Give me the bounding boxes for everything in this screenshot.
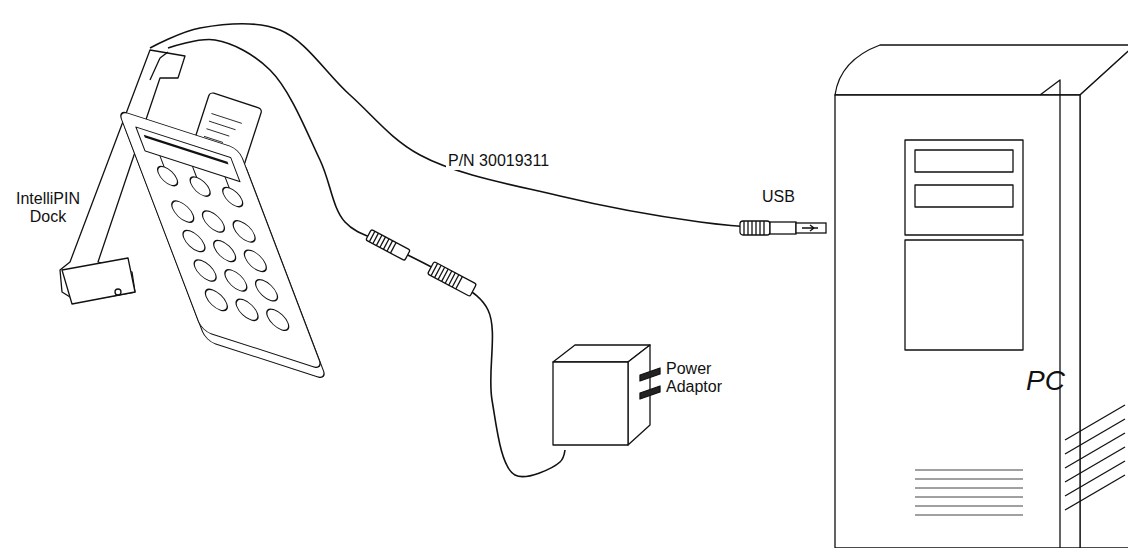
cable <box>168 40 565 477</box>
device-name: PC <box>1026 365 1086 397</box>
vent-line <box>1065 447 1125 482</box>
pc-front <box>835 95 1080 548</box>
vent-line <box>1065 419 1125 454</box>
dock-device: IntelliPIN Dock <box>5 48 325 418</box>
drive-bay <box>905 140 1023 235</box>
drive-slot <box>915 185 1013 207</box>
pc-front-panel <box>1040 80 1060 548</box>
power-adaptor: Power Adaptor <box>540 340 740 450</box>
part-number: P/N 30019311 <box>446 152 551 170</box>
part-label: IntelliPIN Dock <box>5 190 91 227</box>
port-label: USB <box>760 188 797 206</box>
grip-ridge <box>390 243 396 254</box>
grip-ridge <box>755 221 756 235</box>
dock-lip <box>62 258 135 304</box>
usb-plug <box>740 221 826 235</box>
part-label: Power Adaptor <box>666 360 732 397</box>
vent-line <box>1065 405 1125 440</box>
dock-drawing <box>5 48 325 418</box>
dock-led <box>115 289 121 295</box>
drive-bay <box>905 240 1023 350</box>
vent-line <box>915 506 1023 507</box>
grip-ridge <box>747 221 748 235</box>
dock-slot <box>150 52 168 80</box>
pc-top <box>835 45 1128 95</box>
grip-ridge <box>759 221 760 235</box>
grip-ridge <box>751 221 752 235</box>
vent-line <box>915 479 1023 480</box>
vent-line <box>915 497 1023 498</box>
grip-ridge <box>763 221 764 235</box>
plug-prong <box>640 368 660 399</box>
vent-line <box>1065 433 1125 468</box>
vent-line <box>915 488 1023 489</box>
vent-line <box>915 515 1023 516</box>
adaptor-front <box>553 362 628 445</box>
drive-slot <box>915 150 1013 172</box>
pc-tower: PC <box>826 25 1128 548</box>
grip-ridge <box>743 221 744 235</box>
vent-line <box>1065 461 1125 496</box>
grip-ridge <box>456 277 463 289</box>
vent-line <box>915 470 1023 471</box>
keypad <box>118 110 323 370</box>
vent-line <box>1065 475 1125 510</box>
pc-drawing <box>826 25 1128 548</box>
inline-connector <box>366 229 477 296</box>
